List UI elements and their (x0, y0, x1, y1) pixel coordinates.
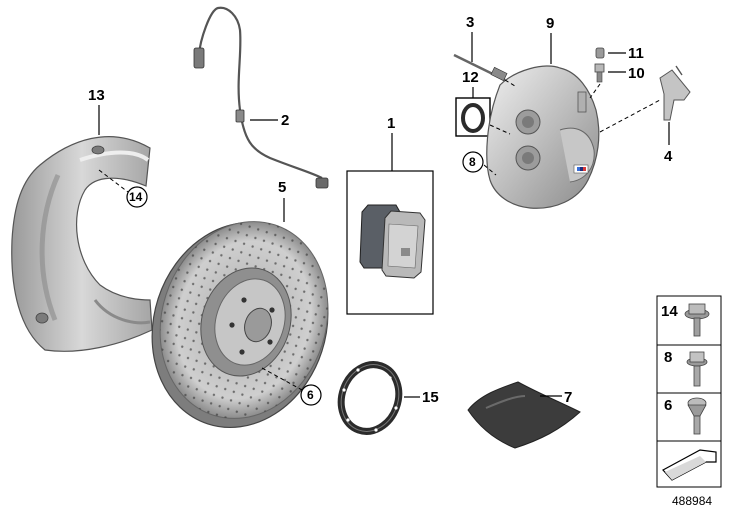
callout-7: 7 (564, 389, 572, 406)
reference-number: 488984 (672, 494, 712, 508)
bleed-screw (594, 63, 605, 83)
callout-15: 15 (422, 389, 439, 406)
brake-caliper (486, 65, 600, 209)
legend-label-6: 6 (664, 397, 672, 414)
countersunk-bolt (687, 397, 707, 435)
callout-1: 1 (387, 115, 395, 132)
callout-12: 12 (462, 69, 479, 86)
legend-label-8: 8 (664, 349, 672, 366)
flange-bolt (684, 303, 710, 337)
callout-6-circle (300, 384, 322, 406)
callout-8-on-caliper: 8 (469, 155, 476, 169)
gasket-ring (337, 361, 403, 435)
legend-label-14: 14 (661, 303, 678, 320)
arrow-icon[interactable] (662, 449, 717, 481)
seal-ring (461, 103, 485, 133)
callout-13: 13 (88, 87, 105, 104)
hex-bolt (686, 351, 708, 387)
pin (453, 53, 508, 82)
brake-disc (151, 221, 329, 429)
callout-10: 10 (628, 65, 645, 82)
callout-14-circle (126, 186, 148, 208)
grease-pouch (467, 381, 581, 449)
callout-14-on-shield: 14 (129, 190, 143, 204)
brake-pad-box (346, 170, 434, 315)
spring-clip (659, 65, 691, 121)
callout-4: 4 (664, 148, 673, 165)
wear-sensor (193, 6, 329, 189)
callout-2: 2 (281, 112, 289, 129)
callout-8-circle (462, 151, 484, 173)
callout-3: 3 (466, 14, 474, 31)
callout-5: 5 (278, 179, 286, 196)
callout-9: 9 (546, 15, 554, 32)
bleed-cap (595, 47, 605, 59)
brake-pads (359, 204, 426, 279)
callout-11: 11 (628, 45, 644, 62)
callout-6-on-disc: 6 (307, 388, 314, 402)
dust-shield (11, 136, 153, 352)
